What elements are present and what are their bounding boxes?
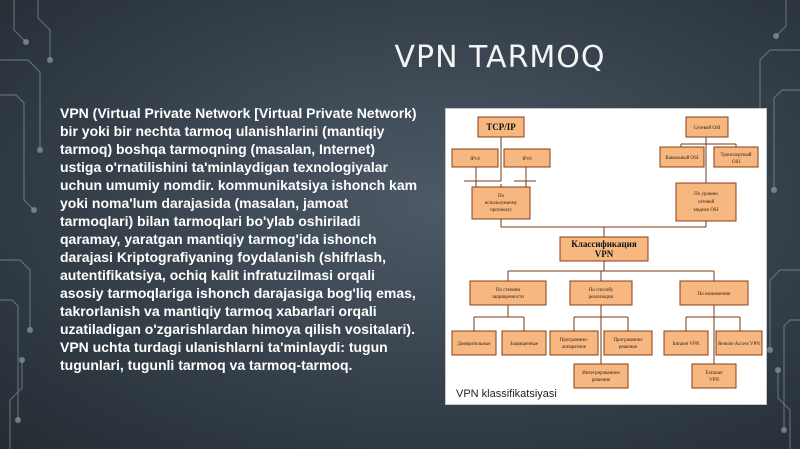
node-software-solution-line-2: решение xyxy=(619,345,638,350)
node-intranet-vpn-label: Intranet VPN xyxy=(673,342,700,347)
node-software-hardware: Программно- аппаратное xyxy=(549,330,599,356)
node-by-protocol: По используемому протоколу xyxy=(471,186,531,220)
node-link-osi: Канальный OSI xyxy=(659,146,705,168)
node-by-security: По степени защищенности xyxy=(469,280,547,306)
node-remote-access-vpn: Remote Access VPN xyxy=(715,330,763,356)
node-software-hardware-line-2: аппаратное xyxy=(562,345,587,350)
node-vpn-classification-line-2: VPN xyxy=(595,249,614,259)
node-by-implementation: По способу реализации xyxy=(569,280,633,306)
vpn-classification-diagram: TCP/IP IPv4 IPv6 По используемому проток… xyxy=(451,116,763,389)
node-by-implementation-line-1: По способу xyxy=(589,288,614,293)
node-ipv6: IPv6 xyxy=(503,148,551,168)
node-by-purpose-label: По назначению xyxy=(698,292,731,297)
node-by-osi-level-line-1: По уровню xyxy=(694,192,718,197)
node-by-protocol-line-2: используемому xyxy=(485,201,518,206)
node-software-solution: Программное решение xyxy=(603,330,653,356)
node-ipv4-label: IPv4 xyxy=(470,157,480,162)
node-remote-access-vpn-label: Remote Access VPN xyxy=(718,342,760,347)
node-extranet-vpn-line-2: VPN xyxy=(709,378,719,383)
node-tcp-ip-label: TCP/IP xyxy=(486,122,516,132)
node-by-osi-level: По уровню сетевой модели OSI xyxy=(675,182,737,222)
node-by-protocol-line-1: По xyxy=(498,194,505,199)
node-by-osi-level-line-2: сетевой xyxy=(698,200,715,205)
body-text: VPN (Virtual Private Network [Virtual Pr… xyxy=(60,104,420,374)
node-by-implementation-line-2: реализации xyxy=(589,295,614,300)
node-intranet-vpn: Intranet VPN xyxy=(663,330,709,356)
node-transport-osi-line-2: OSI xyxy=(732,160,740,165)
node-network-osi: Сетевой OSI xyxy=(685,116,729,138)
node-software-solution-line-1: Программное xyxy=(613,338,643,343)
node-link-osi-label: Канальный OSI xyxy=(665,156,699,161)
node-by-osi-level-line-3: модели OSI xyxy=(694,208,719,213)
body-paragraph-1: VPN (Virtual Private Network [Virtual Pr… xyxy=(60,105,418,337)
node-software-hardware-line-1: Программно- xyxy=(560,338,589,343)
node-tcp-ip: TCP/IP xyxy=(477,116,525,138)
node-extranet-vpn-line-1: Extranet xyxy=(706,371,724,376)
node-transport-osi-line-1: Транспортный xyxy=(721,153,752,158)
diagram-connectors xyxy=(464,137,741,364)
node-integrated-solution-line-2: решение xyxy=(592,378,611,383)
slide-title: VPN TARMOQ xyxy=(394,40,606,75)
node-network-osi-label: Сетевой OSI xyxy=(694,126,721,131)
node-transport-osi: Транспортный OSI xyxy=(713,146,759,168)
node-integrated-solution-line-1: Интегрированное xyxy=(582,371,620,376)
node-ipv6-label: IPv6 xyxy=(522,157,532,162)
vpn-classification-figure: TCP/IP IPv4 IPv6 По используемому проток… xyxy=(445,108,767,405)
node-protected: Защищенные xyxy=(501,330,547,356)
node-by-security-line-1: По степени xyxy=(496,288,521,293)
node-vpn-classification-line-1: Классификация xyxy=(571,239,637,249)
node-by-security-line-2: защищенности xyxy=(492,295,524,300)
node-trusted: Доверительные xyxy=(451,330,497,356)
node-trusted-label: Доверительные xyxy=(457,342,491,347)
node-vpn-classification: Классификация VPN xyxy=(559,236,649,262)
node-integrated-solution: Интегрированное решение xyxy=(573,363,629,389)
node-by-purpose: По назначению xyxy=(679,280,749,306)
node-by-protocol-line-3: протоколу xyxy=(490,208,512,213)
node-protected-label: Защищенные xyxy=(510,342,539,347)
figure-caption: VPN klassifikatsiyasi xyxy=(456,388,557,400)
body-paragraph-2: VPN uchta turdagi ulanishlarni ta'minlay… xyxy=(60,339,388,373)
node-extranet-vpn: Extranet VPN xyxy=(691,363,737,389)
node-ipv4: IPv4 xyxy=(451,148,499,168)
